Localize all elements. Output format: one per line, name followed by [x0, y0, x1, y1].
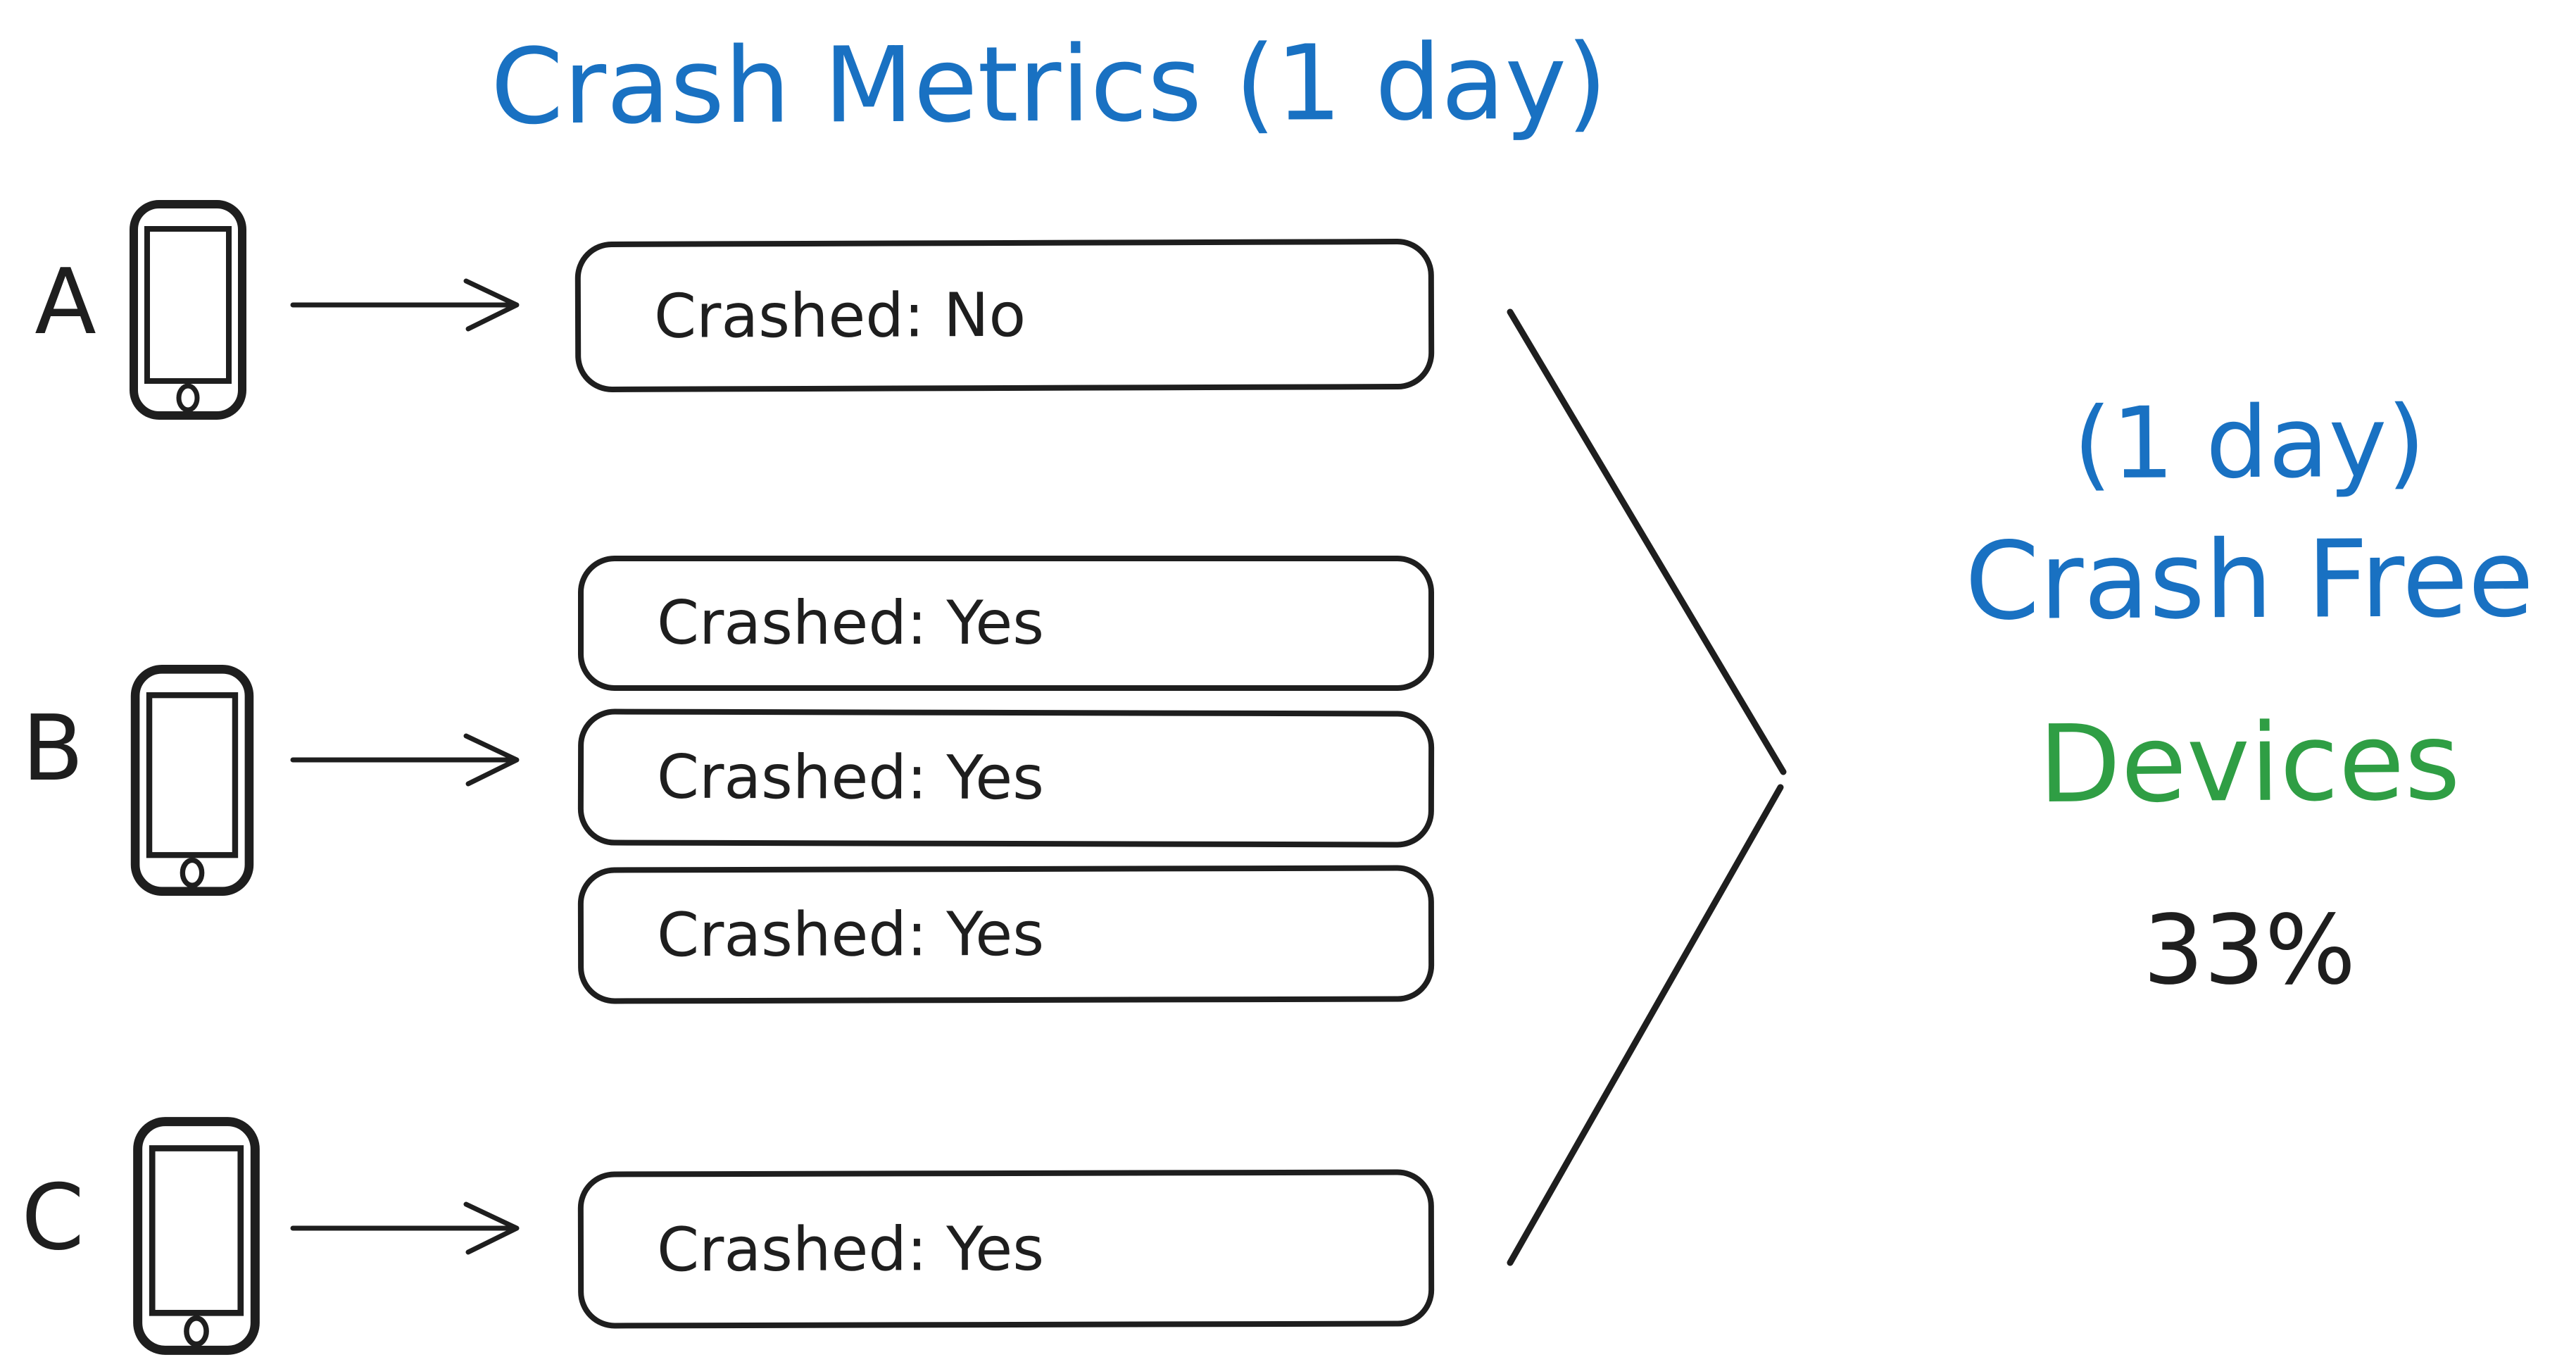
result-metric-line1: Crash Free — [1964, 516, 2534, 644]
crash-report-box-b3: Crashed: Yes — [577, 865, 1435, 1004]
diagram-title: Crash Metrics (1 day) — [490, 21, 1608, 148]
phone-c-icon — [133, 1117, 260, 1355]
crash-report-box-a1: Crashed: No — [574, 238, 1435, 393]
flow-arrow-b-icon — [290, 733, 520, 787]
result-period: (1 day) — [2073, 385, 2426, 502]
merge-chevron-icon — [1507, 308, 1787, 1266]
device-c-label: C — [21, 1166, 84, 1270]
crash-report-text: Crashed: Yes — [656, 1213, 1045, 1285]
flow-arrow-c-icon — [290, 1201, 520, 1255]
flow-arrow-a-icon — [290, 278, 520, 332]
result-metric-line2: Devices — [2037, 699, 2461, 827]
crash-report-text: Crashed: Yes — [657, 588, 1045, 658]
crash-report-text: Crashed: No — [653, 280, 1026, 352]
crash-report-box-c1: Crashed: Yes — [577, 1169, 1435, 1329]
phone-b-icon — [130, 665, 254, 896]
result-value: 33% — [2142, 895, 2356, 1006]
crash-report-box-b2: Crashed: Yes — [577, 708, 1435, 848]
phone-a-icon — [130, 200, 246, 420]
device-a-label: A — [34, 250, 96, 355]
device-b-label: B — [22, 696, 84, 801]
crash-report-text: Crashed: Yes — [656, 742, 1045, 814]
crash-report-text: Crashed: Yes — [656, 899, 1045, 971]
crash-report-box-b1: Crashed: Yes — [578, 556, 1434, 691]
